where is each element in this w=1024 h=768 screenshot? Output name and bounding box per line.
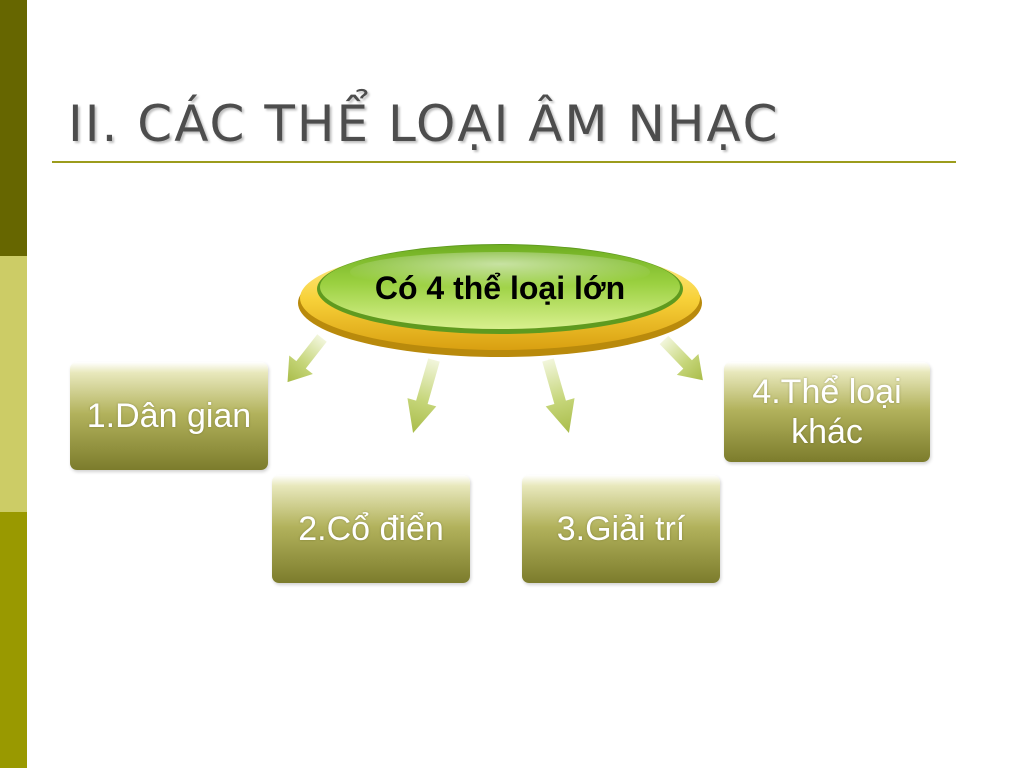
sidebar-segment-mid: [0, 512, 27, 768]
category-dan-gian: 1.Dân gian: [70, 362, 268, 470]
title-underline: [52, 161, 956, 163]
category-co-dien: 2.Cổ điển: [272, 475, 470, 583]
arrow-to-the-loai-khac: [659, 335, 703, 381]
slide-title: II. CÁC THỂ LOẠI ÂM NHẠC: [68, 95, 780, 153]
category-label: 3.Giải trí: [556, 510, 686, 548]
category-the-loai-khac: 4.Thể loại khác: [724, 362, 930, 462]
center-label: Có 4 thể loại lớn: [374, 270, 626, 306]
arrow-to-dan-gian: [287, 334, 327, 383]
category-giai-tri: 3.Giải trí: [522, 475, 720, 583]
sidebar-segment-light: [0, 256, 27, 512]
arrow-to-co-dien: [407, 358, 440, 434]
category-label: 4.Thể loại khác: [752, 373, 902, 451]
category-label: 2.Cổ điển: [298, 510, 444, 548]
center-ellipse: [298, 244, 702, 357]
category-label: 1.Dân gian: [86, 397, 252, 435]
arrow-to-giai-tri: [542, 358, 575, 434]
sidebar-segment-dark: [0, 0, 27, 256]
